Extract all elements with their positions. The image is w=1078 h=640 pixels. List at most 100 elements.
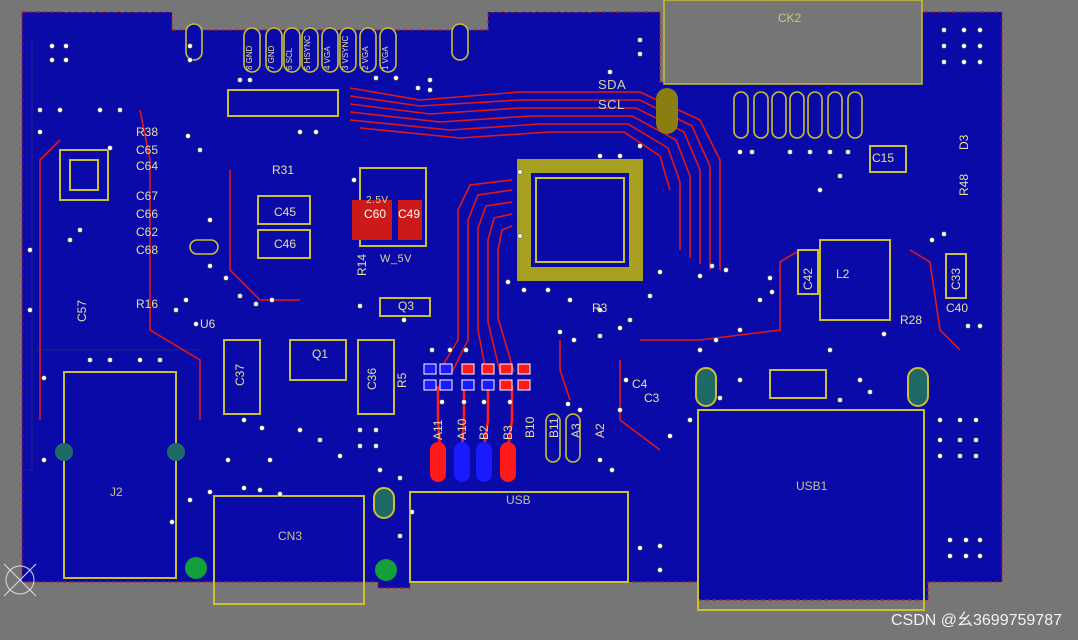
via	[787, 149, 793, 155]
ref-q1[interactable]: Q1	[312, 347, 329, 361]
ref-c4[interactable]: C4	[632, 377, 648, 391]
ref-c68[interactable]: C68	[136, 243, 159, 257]
via	[965, 323, 971, 329]
via	[415, 85, 421, 91]
via	[657, 269, 663, 275]
ref-l2[interactable]: L2	[836, 267, 850, 281]
connector-usb-c[interactable]: USB	[506, 493, 531, 507]
via	[63, 43, 69, 49]
soc-package[interactable]	[517, 159, 643, 281]
ref-r16[interactable]: R16	[136, 297, 159, 311]
via	[187, 497, 193, 503]
net-label-scl: SCL	[598, 97, 625, 112]
via	[225, 457, 231, 463]
via	[297, 129, 303, 135]
ref-c46[interactable]: C46	[274, 237, 297, 251]
via	[257, 487, 263, 493]
via	[259, 425, 265, 431]
header-pin-1: 1 VGA	[381, 46, 390, 70]
via	[607, 69, 613, 75]
via	[137, 357, 143, 363]
ref-c65[interactable]: C65	[136, 143, 159, 157]
header-pin-6: 6 SCL	[285, 47, 294, 70]
usbc-signal-pads[interactable]	[430, 442, 516, 482]
via	[27, 307, 33, 313]
ref-d3[interactable]: D3	[957, 134, 971, 150]
via	[247, 77, 253, 83]
top-layer-traces	[39, 87, 961, 451]
ref-r31[interactable]: R31	[272, 163, 295, 177]
ref-c57[interactable]: C57	[75, 299, 89, 322]
ref-c15[interactable]: C15	[872, 151, 895, 165]
via	[857, 377, 863, 383]
via	[223, 275, 229, 281]
ref-c60[interactable]: C60	[364, 207, 387, 221]
via	[817, 187, 823, 193]
ref-c62[interactable]: C62	[136, 225, 159, 239]
ref-c67[interactable]: C67	[136, 189, 159, 203]
via	[49, 43, 55, 49]
via	[977, 537, 983, 543]
via	[557, 329, 563, 335]
via	[463, 347, 469, 353]
via	[77, 227, 83, 233]
via	[521, 287, 527, 293]
via	[881, 331, 887, 337]
via	[373, 427, 379, 433]
ref-u6[interactable]: U6	[200, 317, 216, 331]
ref-r28[interactable]: R28	[900, 313, 923, 327]
via	[957, 417, 963, 423]
ref-c37[interactable]: C37	[233, 363, 247, 386]
via	[937, 417, 943, 423]
connector-j2[interactable]: J2	[110, 485, 123, 499]
header-pin-5: 5 HSYNC	[303, 35, 312, 70]
via	[937, 437, 943, 443]
ref-r3[interactable]: R3	[592, 301, 608, 315]
via	[447, 347, 453, 353]
via	[337, 453, 343, 459]
header-pin-3: 3 VSYNC	[341, 35, 350, 70]
via	[351, 177, 357, 183]
via	[193, 321, 199, 327]
ref-c33[interactable]: C33	[949, 267, 963, 290]
ref-c40[interactable]: C40	[946, 301, 969, 315]
via	[713, 337, 719, 343]
ref-q3[interactable]: Q3	[398, 299, 415, 313]
via	[961, 43, 967, 49]
via	[709, 263, 715, 269]
connector-usb1[interactable]: USB1	[796, 479, 828, 493]
ref-r48[interactable]: R48	[957, 173, 971, 196]
ref-c3[interactable]: C3	[644, 391, 660, 405]
via	[687, 417, 693, 423]
via	[507, 399, 513, 405]
ref-c36[interactable]: C36	[365, 367, 379, 390]
via	[957, 453, 963, 459]
connector-ck2[interactable]: CK2	[778, 11, 802, 25]
via	[737, 377, 743, 383]
via	[545, 287, 551, 293]
via	[269, 297, 275, 303]
pin-b11: B11	[547, 417, 561, 438]
ref-c45[interactable]: C45	[274, 205, 297, 219]
via	[617, 407, 623, 413]
ref-c49[interactable]: C49	[398, 207, 421, 221]
via	[937, 453, 943, 459]
via	[963, 537, 969, 543]
ref-c66[interactable]: C66	[136, 207, 159, 221]
ref-r5[interactable]: R5	[395, 372, 409, 388]
via	[977, 59, 983, 65]
ref-r14[interactable]: R14	[355, 253, 369, 276]
via	[397, 475, 403, 481]
net-label-sda: SDA	[598, 77, 627, 92]
via	[37, 107, 43, 113]
via	[597, 457, 603, 463]
connector-cn3[interactable]: CN3	[278, 529, 303, 543]
ref-r38[interactable]: R38	[136, 125, 159, 139]
ref-c64[interactable]: C64	[136, 159, 159, 173]
via	[737, 149, 743, 155]
via	[107, 357, 113, 363]
via	[49, 57, 55, 63]
ref-c42[interactable]: C42	[801, 267, 815, 290]
